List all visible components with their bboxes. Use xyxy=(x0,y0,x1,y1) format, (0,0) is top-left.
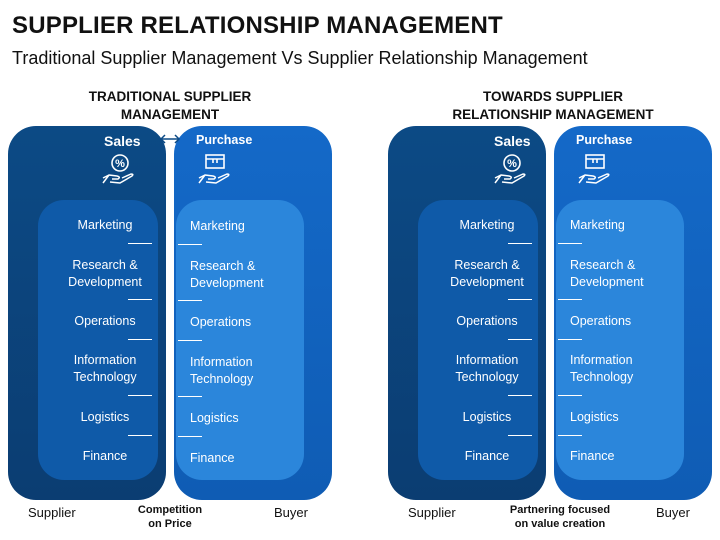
supplier-inner-box xyxy=(38,200,158,480)
buyer-item-technology: Technology xyxy=(570,370,634,384)
supplier-divider xyxy=(128,339,152,340)
sales-label: Sales xyxy=(494,133,531,149)
buyer-item-operations: Operations xyxy=(570,314,632,328)
footer-relationship-line1: Partnering focused xyxy=(509,504,611,516)
buyer-inner-box xyxy=(556,200,684,480)
supplier-divider xyxy=(508,243,532,244)
footer-relationship-line2: on Price xyxy=(148,518,192,530)
supplier-item-finance: Finance xyxy=(464,449,510,463)
supplier-inner-box xyxy=(418,200,538,480)
footer-relationship-line1: Competition xyxy=(137,504,203,516)
buyer-item-information: Information xyxy=(570,353,633,367)
supplier-item-logistics: Logistics xyxy=(80,410,130,424)
buyer-item-finance: Finance xyxy=(190,451,235,465)
panel-heading: TOWARDS SUPPLIER RELATIONSHIP MANAGEMENT xyxy=(418,88,688,124)
supplier-item-information: Information xyxy=(73,353,137,367)
footer-buyer-label: Buyer xyxy=(656,505,690,520)
buyer-divider xyxy=(558,299,582,300)
footer-buyer-label: Buyer xyxy=(274,505,308,520)
box-hand-icon xyxy=(578,154,610,184)
supplier-item-research: Research & xyxy=(454,258,520,272)
panel-heading: TRADITIONAL SUPPLIER MANAGEMENT xyxy=(50,88,290,124)
buyer-divider xyxy=(178,300,202,301)
supplier-item-technology: Technology xyxy=(455,370,519,384)
supplier-divider xyxy=(128,299,152,300)
buyer-item-marketing: Marketing xyxy=(570,218,625,232)
percent-hand-icon: % xyxy=(102,154,134,184)
buyer-item-development: Development xyxy=(570,275,644,289)
purchase-label: Purchase xyxy=(196,133,253,147)
panel-traditional: TRADITIONAL SUPPLIER MANAGEMENT Sales Pu… xyxy=(8,88,332,531)
supplier-item-marketing: Marketing xyxy=(459,218,515,232)
purchase-label: Purchase xyxy=(576,133,633,147)
buyer-item-research: Research & xyxy=(570,258,636,272)
buyer-divider xyxy=(178,396,202,397)
supplier-item-marketing: Marketing xyxy=(77,218,133,232)
buyer-item-technology: Technology xyxy=(190,372,254,386)
svg-text:%: % xyxy=(115,158,125,170)
supplier-item-development: Development xyxy=(68,275,142,289)
buyer-divider xyxy=(178,436,202,437)
supplier-divider xyxy=(508,299,532,300)
supplier-item-finance: Finance xyxy=(82,449,128,463)
footer-supplier-label: Supplier xyxy=(408,505,456,520)
buyer-item-development: Development xyxy=(190,276,264,290)
buyer-item-logistics: Logistics xyxy=(190,411,239,425)
buyer-divider xyxy=(558,339,582,340)
supplier-item-research: Research & xyxy=(72,258,138,272)
svg-text:%: % xyxy=(507,158,517,170)
buyer-item-research: Research & xyxy=(190,259,256,273)
footer-relationship-line2: on value creation xyxy=(514,518,606,530)
supplier-divider xyxy=(508,435,532,436)
panel-towards-srm: TOWARDS SUPPLIER RELATIONSHIP MANAGEMENT… xyxy=(380,0,720,540)
buyer-divider xyxy=(558,435,582,436)
supplier-divider xyxy=(128,243,152,244)
buyer-item-information: Information xyxy=(190,355,253,369)
sales-label: Sales xyxy=(104,133,141,149)
double-arrow-icon xyxy=(159,134,181,144)
page-subtitle: Traditional Supplier Management Vs Suppl… xyxy=(12,48,588,68)
supplier-item-operations: Operations xyxy=(74,314,136,328)
supplier-item-technology: Technology xyxy=(73,370,137,384)
buyer-divider xyxy=(178,244,202,245)
supplier-divider xyxy=(508,395,532,396)
supplier-item-development: Development xyxy=(450,275,524,289)
panel-heading-line2: RELATIONSHIP MANAGEMENT xyxy=(452,107,654,122)
supplier-divider xyxy=(508,339,532,340)
buyer-item-logistics: Logistics xyxy=(570,410,619,424)
supplier-divider xyxy=(128,395,152,396)
supplier-item-information: Information xyxy=(455,353,519,367)
supplier-divider xyxy=(128,435,152,436)
panel-heading-line1: TRADITIONAL SUPPLIER xyxy=(88,89,252,104)
box-hand-icon xyxy=(198,154,230,184)
page-title: SUPPLIER RELATIONSHIP MANAGEMENT xyxy=(12,12,503,39)
buyer-divider xyxy=(558,395,582,396)
supplier-item-operations: Operations xyxy=(456,314,518,328)
footer-relationship-label: Competition on Price xyxy=(110,503,230,531)
footer-relationship-label: Partnering focused on value creation xyxy=(490,503,630,531)
buyer-divider xyxy=(178,340,202,341)
panel-heading-line2: MANAGEMENT xyxy=(120,107,220,122)
buyer-item-finance: Finance xyxy=(570,449,615,463)
footer-supplier-label: Supplier xyxy=(28,505,76,520)
buyer-divider xyxy=(558,243,582,244)
percent-hand-icon: % xyxy=(494,154,526,184)
supplier-item-logistics: Logistics xyxy=(462,410,512,424)
buyer-item-operations: Operations xyxy=(190,315,252,329)
panel-heading-line1: TOWARDS SUPPLIER xyxy=(482,89,624,104)
buyer-item-marketing: Marketing xyxy=(190,219,245,233)
